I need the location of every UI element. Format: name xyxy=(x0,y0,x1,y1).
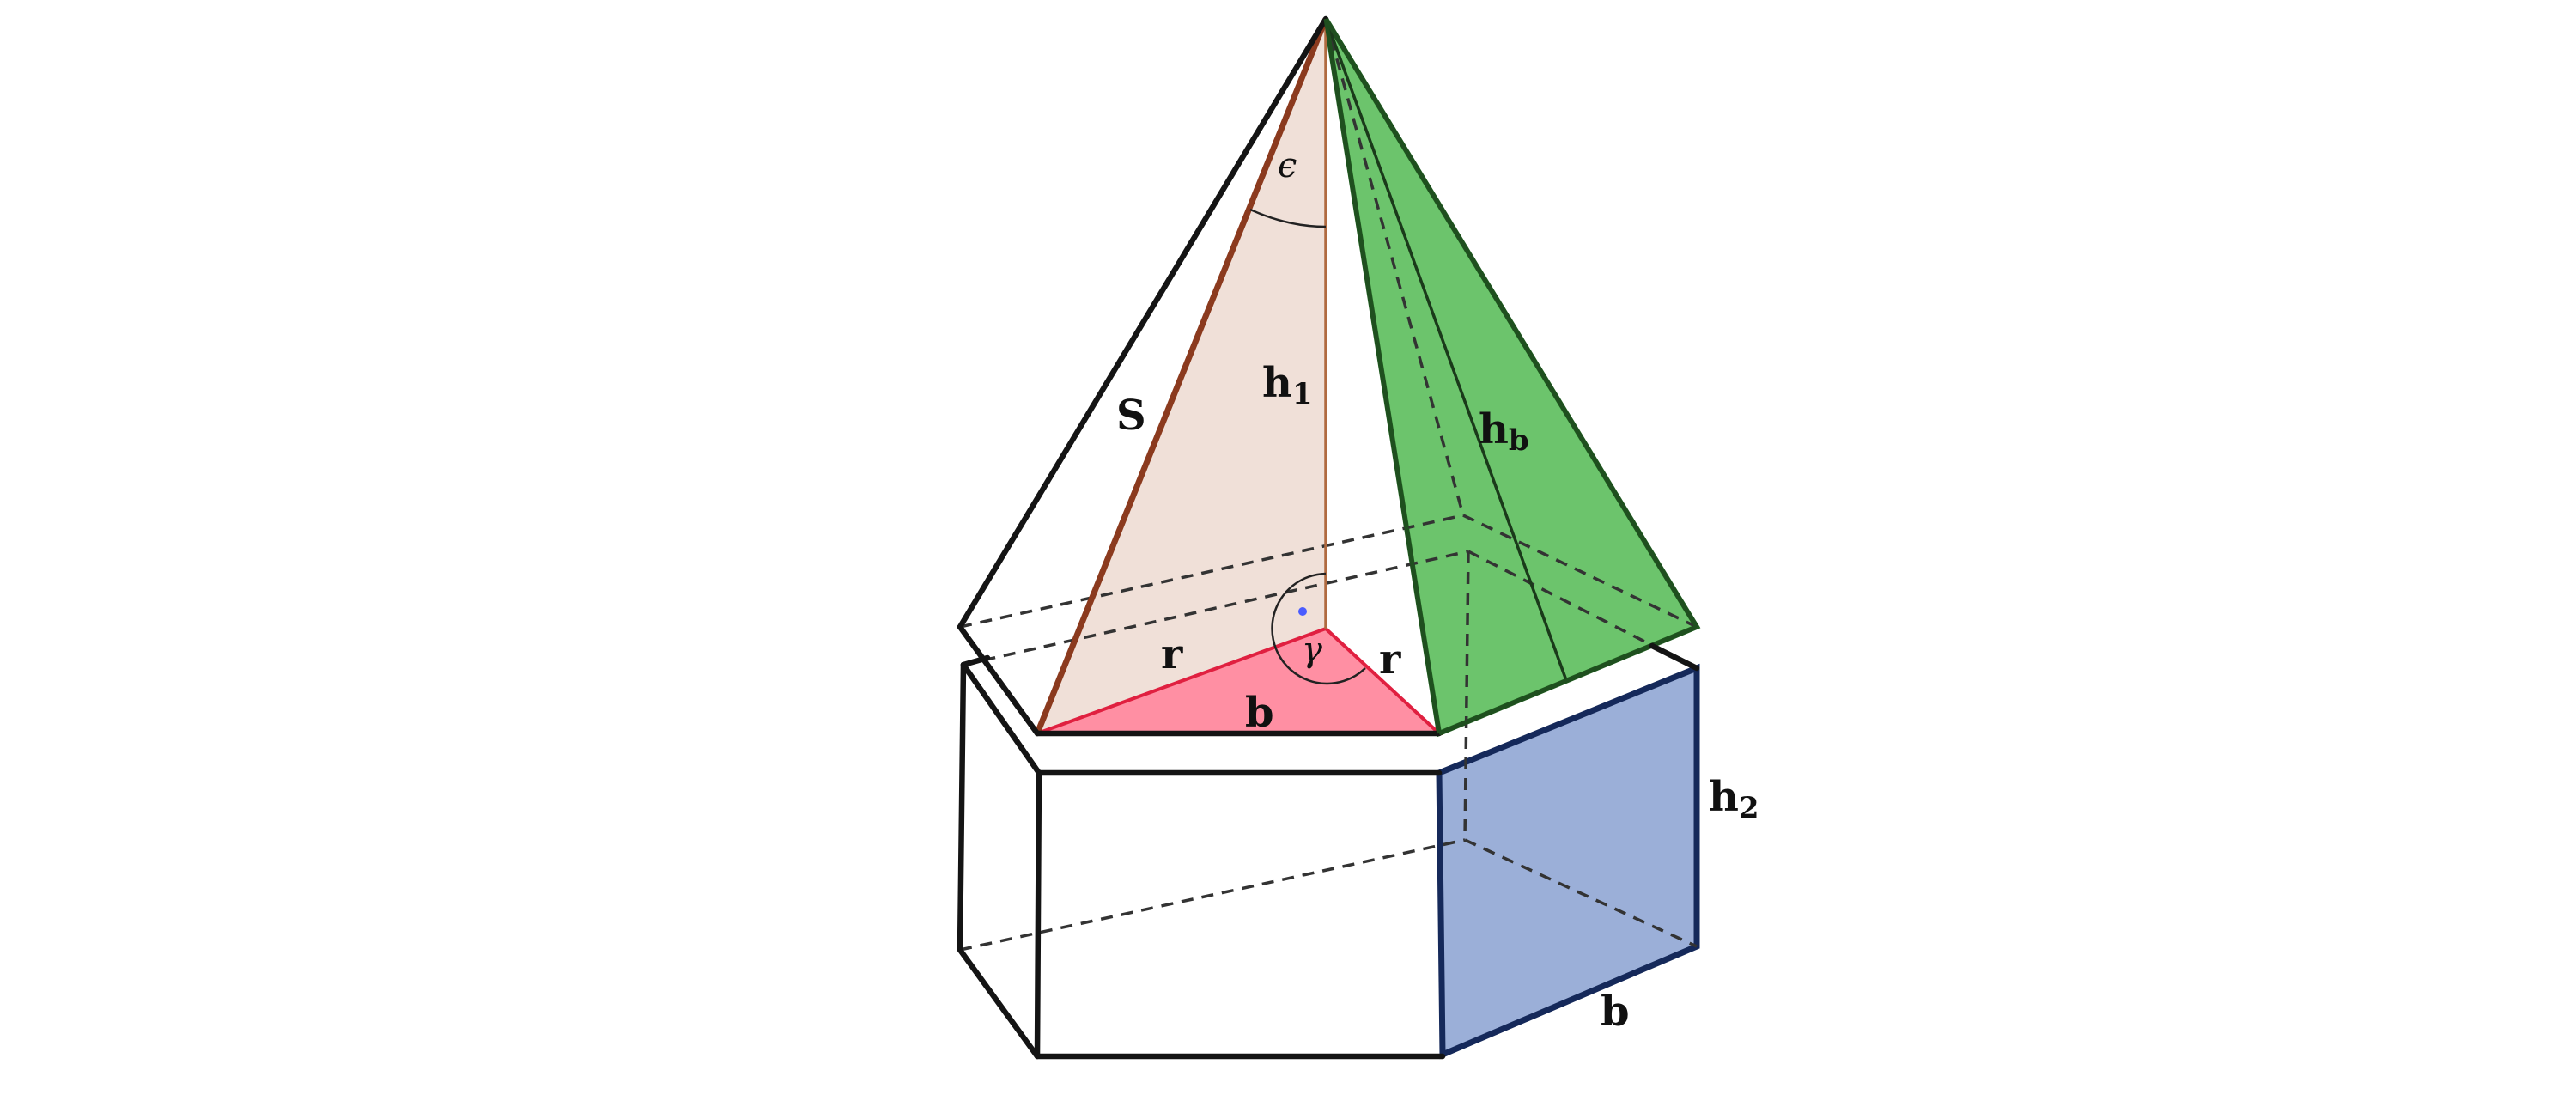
face-height-line xyxy=(1324,18,1568,681)
prism-height-label: h2 xyxy=(1709,773,1759,825)
base-edge-top-label: b xyxy=(1245,689,1274,737)
center-point xyxy=(1298,607,1307,616)
central-angle-arc xyxy=(1271,572,1366,685)
base-edge-bottom-label: b xyxy=(1601,988,1630,1036)
radius-left-label: r xyxy=(1161,630,1183,678)
axial-slant-edge xyxy=(1034,17,1329,735)
apex-angle-label: ϵ xyxy=(1278,146,1297,186)
radius-right-label: r xyxy=(1379,636,1401,684)
slant-edge-label: S xyxy=(1116,392,1146,440)
face-height-label: hb xyxy=(1479,405,1529,458)
pyramid-height-label: h1 xyxy=(1262,359,1313,411)
apex-angle-arc xyxy=(1249,208,1327,228)
prism-edges xyxy=(957,642,1700,1060)
prism-lateral-face xyxy=(1436,663,1700,1060)
central-angle-label: γ xyxy=(1302,630,1322,670)
